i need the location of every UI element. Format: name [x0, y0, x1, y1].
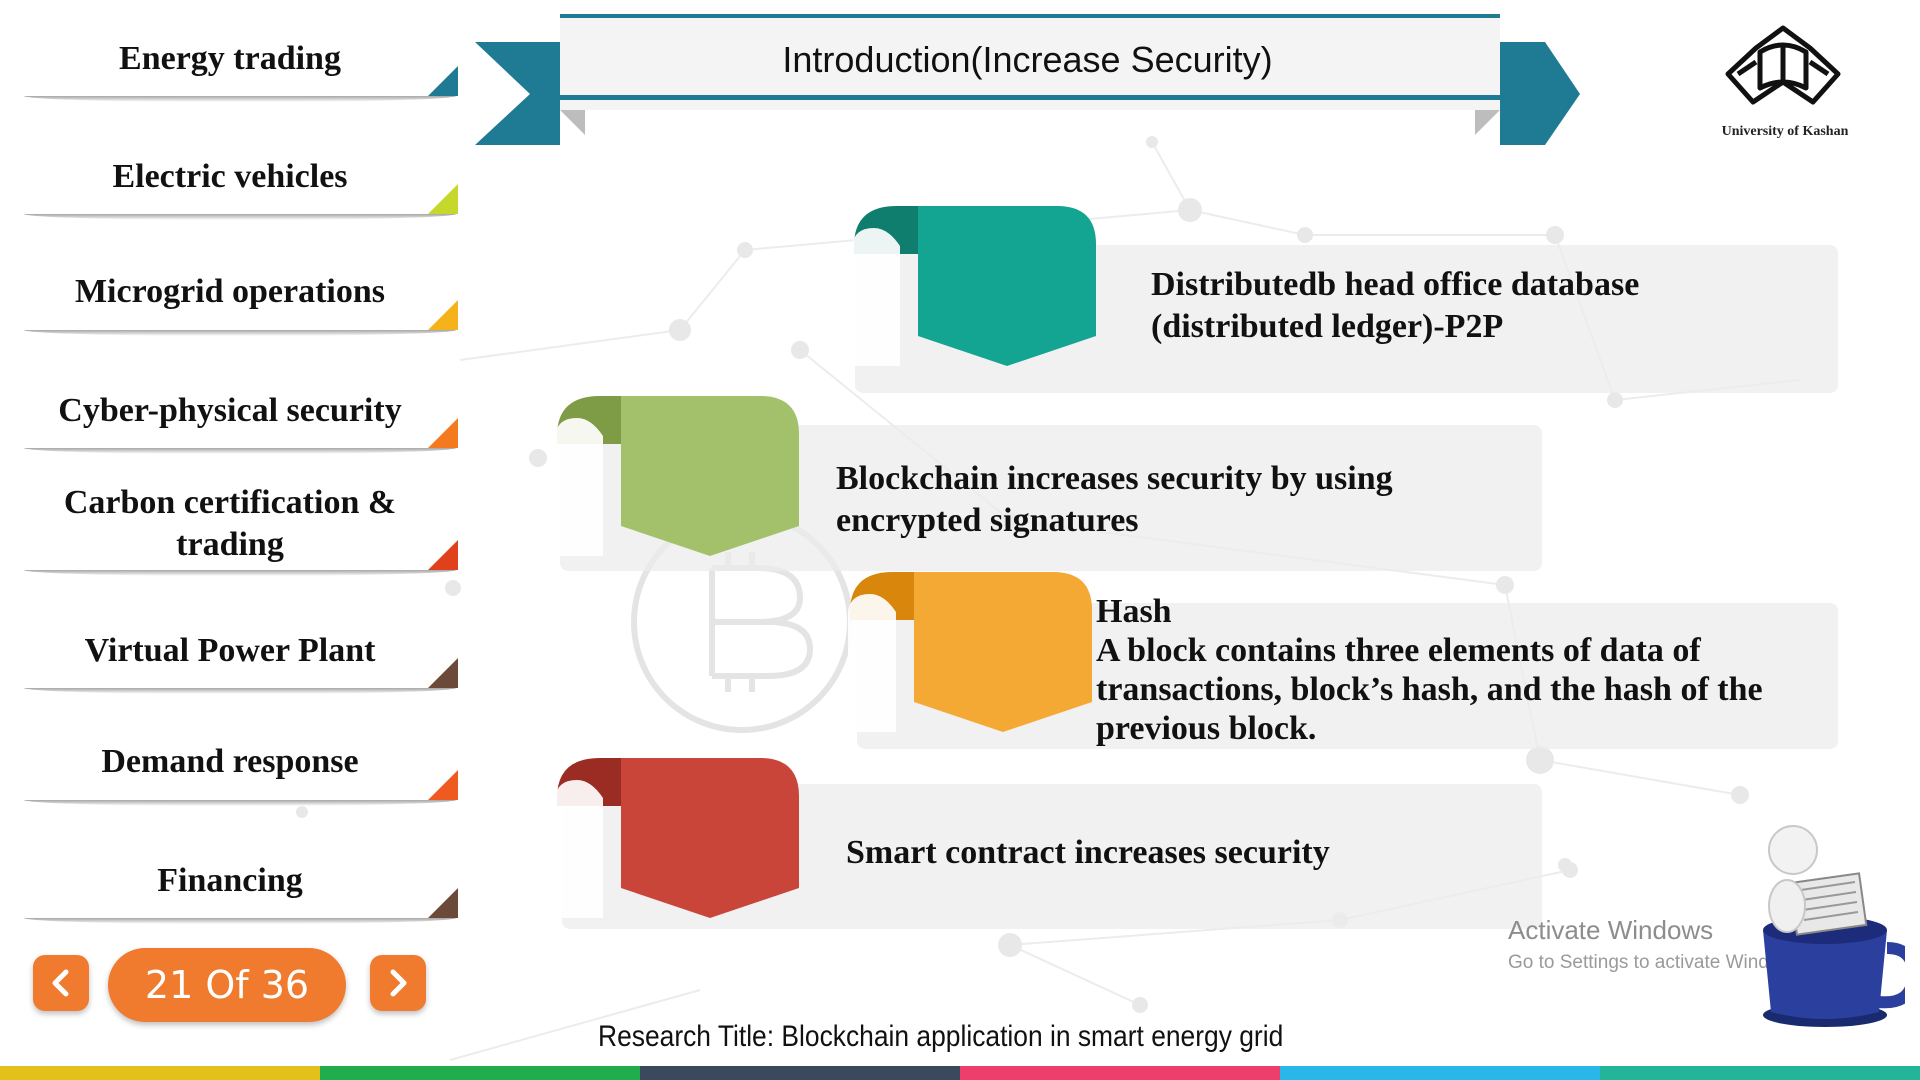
- university-logo: [1725, 25, 1841, 105]
- card-line: A block contains three elements of data …: [1096, 632, 1701, 669]
- research-title: Research Title: Blockchain application i…: [598, 1020, 1284, 1053]
- card-text-hash: Hash A block contains three elements of …: [1096, 592, 1836, 748]
- card-line: Smart contract increases security: [846, 834, 1330, 871]
- card-line: Distributedb head office database: [1151, 266, 1640, 303]
- color-bar-segment: [1280, 1066, 1600, 1080]
- sidebar-item-cyber-physical-security[interactable]: Cyber-physical security: [24, 374, 458, 454]
- page-counter: 21 Of 36: [108, 948, 346, 1022]
- card-line: encrypted signatures: [836, 502, 1139, 539]
- card-line: Hash: [1096, 593, 1172, 630]
- color-bar-segment: [0, 1066, 320, 1080]
- sidebar-corner-accent: [428, 770, 458, 800]
- color-bar-segment: [320, 1066, 640, 1080]
- sidebar-item-label: Demand response: [101, 743, 359, 780]
- university-caption: University of Kashan: [1721, 124, 1849, 139]
- page-title: Introduction(Increase Security): [782, 39, 1273, 80]
- card-tab-teal: [852, 206, 1096, 366]
- sidebar-item-label: Microgrid operations: [74, 273, 386, 310]
- sidebar-corner-accent: [428, 658, 458, 688]
- sidebar-item-label: Carbon certification &: [63, 484, 397, 521]
- reading-mascot-illustration: [1763, 825, 1905, 1027]
- sidebar-item-financing[interactable]: Financing: [24, 844, 458, 924]
- sidebar-corner-accent: [428, 888, 458, 918]
- card-line: Blockchain increases security by using: [836, 460, 1393, 497]
- sidebar-corner-accent: [428, 184, 458, 214]
- card-line: transactions, block’s hash, and the hash…: [1096, 671, 1763, 708]
- sidebar-item-carbon-certification[interactable]: Carbon certification & trading: [24, 478, 458, 576]
- sidebar-corner-accent: [428, 418, 458, 448]
- sidebar-item-microgrid-operations[interactable]: Microgrid operations: [24, 254, 458, 336]
- sidebar-item-demand-response[interactable]: Demand response: [24, 724, 458, 806]
- sidebar-corner-accent: [428, 540, 458, 570]
- color-bar-segment: [1600, 1066, 1920, 1080]
- card-text-distributed-ledger: Distributedb head office database (distr…: [1151, 264, 1831, 348]
- sidebar-item-electric-vehicles[interactable]: Electric vehicles: [24, 140, 458, 220]
- sidebar-corner-accent: [428, 66, 458, 96]
- color-bar-segment: [640, 1066, 960, 1080]
- card-tab-green: [555, 396, 799, 556]
- title-ribbon: [475, 14, 1580, 145]
- sidebar-item-energy-trading[interactable]: Energy trading: [24, 22, 458, 102]
- card-line: previous block.: [1096, 710, 1317, 747]
- card-tab-orange: [848, 572, 1092, 732]
- sidebar-item-label: Energy trading: [119, 40, 341, 77]
- next-slide-button[interactable]: [370, 955, 426, 1011]
- card-tab-red: [555, 758, 799, 918]
- card-line: (distributed ledger)-P2P: [1151, 308, 1504, 345]
- sidebar-item-label: Financing: [157, 862, 303, 899]
- card-text-smart-contract: Smart contract increases security: [846, 832, 1526, 874]
- sidebar-item-label: Electric vehicles: [112, 158, 348, 195]
- previous-slide-button[interactable]: [33, 955, 89, 1011]
- activate-windows-subtitle: Go to Settings to activate Windows.: [1508, 952, 1808, 973]
- color-bar-segment: [960, 1066, 1280, 1080]
- activate-windows-title: Activate Windows: [1508, 915, 1714, 945]
- sidebar-item-label-line2: trading: [176, 526, 284, 563]
- sidebar-item-virtual-power-plant[interactable]: Virtual Power Plant: [24, 614, 458, 694]
- chevron-right-icon: [390, 969, 407, 997]
- sidebar-item-label: Cyber-physical security: [58, 392, 402, 429]
- sidebar-item-label: Virtual Power Plant: [84, 632, 376, 669]
- chevron-left-icon: [52, 969, 69, 997]
- card-text-encrypted-signatures: Blockchain increases security by using e…: [836, 458, 1526, 542]
- sidebar-corner-accent: [428, 300, 458, 330]
